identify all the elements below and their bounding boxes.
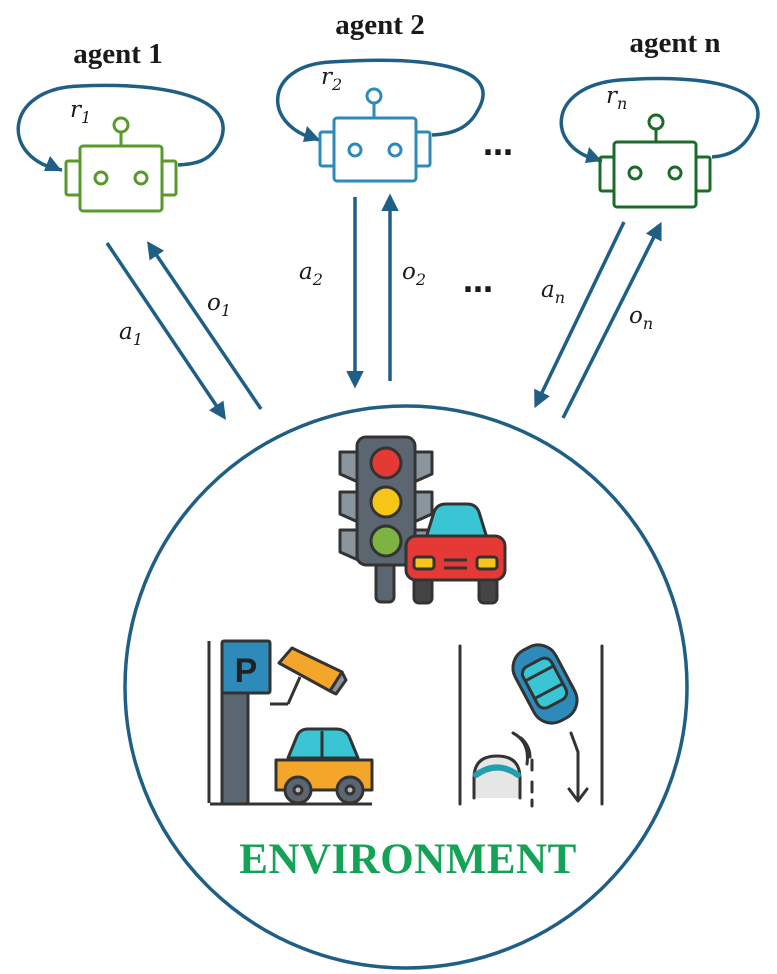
agent-n-reward-loop xyxy=(559,76,760,163)
agent-n: agent n rn xyxy=(559,27,760,209)
traffic-light-icon xyxy=(338,435,434,604)
agent-2-arrows: a2 o2 xyxy=(299,193,426,389)
parking-meter-icon: P xyxy=(207,639,372,806)
agent-1: agent 1 r1 xyxy=(16,38,225,213)
agent-1-action-arrow xyxy=(105,242,226,420)
agent-1-observation-label: o1 xyxy=(207,290,231,320)
robot-icon xyxy=(318,87,432,183)
agent-2: agent 2 r2 xyxy=(276,9,485,183)
agent-n-reward-label: rn xyxy=(606,83,627,113)
agent-2-observation-label: o2 xyxy=(402,259,426,289)
agent-n-action-arrow xyxy=(534,221,626,409)
environment-circle xyxy=(123,404,689,970)
agent-1-reward-arrowhead xyxy=(44,156,62,171)
agent-1-reward-loop xyxy=(16,83,225,172)
agent-n-action-label: an xyxy=(541,277,565,307)
agent-n-title: agent n xyxy=(629,27,720,59)
agent-1-arrows: a1 o1 xyxy=(105,241,263,420)
robot-icon xyxy=(64,116,178,213)
agent-2-reward-arrowhead xyxy=(303,126,320,142)
car-icon xyxy=(404,502,507,605)
agent-1-reward-label: r1 xyxy=(70,97,91,127)
security-camera-icon xyxy=(270,646,348,706)
parked-car-icon xyxy=(274,727,374,805)
agent-2-reward-loop xyxy=(276,58,485,142)
svg-text:P: P xyxy=(235,652,258,690)
agent-2-reward-label: r2 xyxy=(321,64,342,94)
agent-1-action-label: a1 xyxy=(119,319,143,349)
ellipsis-agents: … xyxy=(483,128,517,163)
agent-1-title: agent 1 xyxy=(73,38,162,70)
robot-icon xyxy=(598,113,712,209)
agent-2-action-label: a2 xyxy=(299,259,323,289)
agent-n-observation-label: on xyxy=(629,303,653,333)
agent-1-observation-arrow xyxy=(147,241,263,410)
agent-n-observation-arrow xyxy=(561,221,662,419)
agent-n-arrows: an on xyxy=(534,221,662,419)
lane-change-icon xyxy=(458,643,604,808)
agent-n-reward-arrowhead xyxy=(585,147,602,163)
agent-2-title: agent 2 xyxy=(335,9,424,41)
environment-label: ENVIRONMENT xyxy=(239,836,577,883)
ellipsis-arrows: … xyxy=(463,265,497,300)
